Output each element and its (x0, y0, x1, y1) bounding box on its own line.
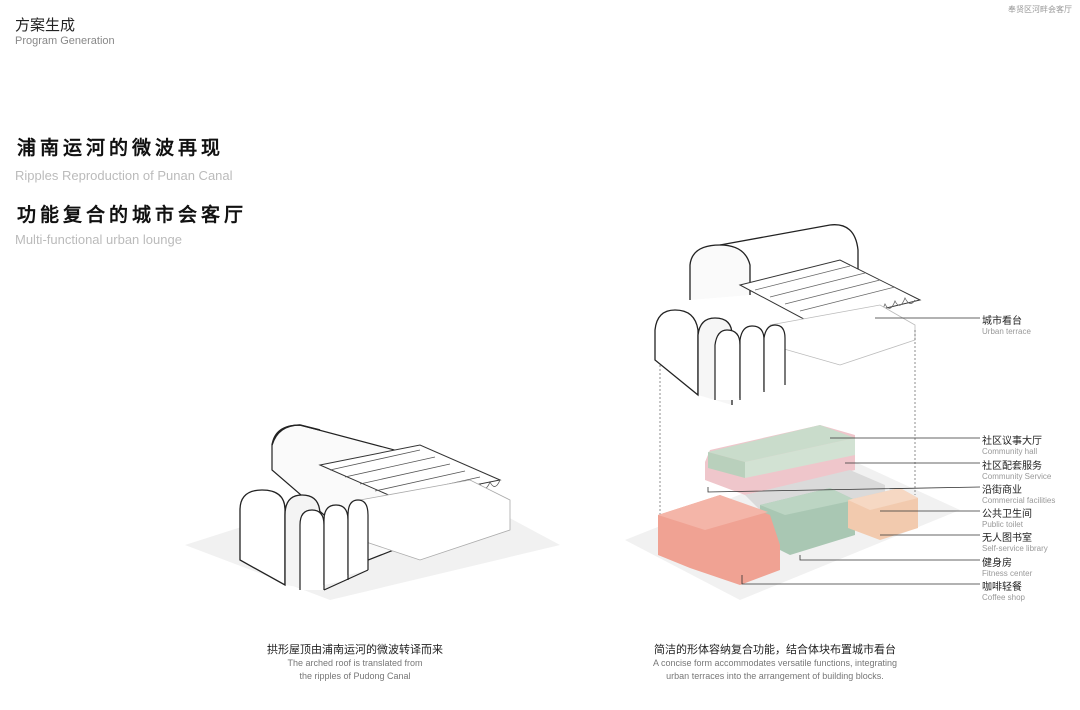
concept-2-title: 功能复合的城市会客厅 (17, 204, 248, 226)
label-en: Community Service (982, 472, 1052, 481)
label-en: Commercial facilities (982, 496, 1056, 505)
label-cn: 社区议事大厅 (982, 436, 1042, 447)
label-library: 无人图书室 Self-service library (982, 529, 1048, 553)
caption-left: 拱形屋顶由浦南运河的微波转译而来 The arched roof is tran… (230, 641, 480, 683)
label-urban-terrace: 城市看台 Urban terrace (982, 312, 1031, 336)
caption-right: 简洁的形体容纳复合功能，结合体块布置城市看台 A concise form ac… (610, 641, 940, 683)
caption-left-en1: The arched roof is translated from (287, 658, 423, 668)
page-subtitle: Program Generation (15, 35, 115, 47)
caption-left-cn: 拱形屋顶由浦南运河的微波转译而来 (267, 643, 443, 656)
label-cn: 公共卫生间 (982, 509, 1032, 520)
label-en: Self-service library (982, 544, 1048, 553)
label-cn: 咖啡轻餐 (982, 582, 1022, 593)
label-community-hall: 社区议事大厅 Community hall (982, 432, 1042, 456)
caption-right-en2: urban terraces into the arrangement of b… (666, 671, 884, 681)
caption-left-en2: the ripples of Pudong Canal (299, 671, 411, 681)
concept-2-subtitle: Multi-functional urban lounge (15, 232, 182, 247)
caption-right-en1: A concise form accommodates versatile fu… (652, 658, 898, 668)
project-name: 奉贤区河畔会客厅 (1008, 5, 1072, 14)
label-fitness: 健身房 Fitness center (982, 554, 1032, 578)
label-en: Public toilet (982, 520, 1023, 529)
label-cn: 沿街商业 (982, 485, 1022, 496)
label-commercial: 沿街商业 Commercial facilities (982, 481, 1055, 505)
label-cn: 社区配套服务 (982, 461, 1042, 472)
page-title: 方案生成 (15, 16, 76, 34)
label-en: Fitness center (982, 569, 1033, 578)
label-coffee: 咖啡轻餐 Coffee shop (982, 578, 1025, 602)
label-cn: 城市看台 (982, 316, 1022, 327)
concept-1-subtitle: Ripples Reproduction of Punan Canal (15, 168, 233, 183)
label-cn: 健身房 (982, 558, 1012, 569)
label-community-service: 社区配套服务 Community Service (982, 457, 1051, 481)
label-en: Community hall (982, 447, 1038, 456)
label-public-toilet: 公共卫生间 Public toilet (982, 505, 1032, 529)
label-en: Urban terrace (982, 327, 1031, 336)
concept-1-title: 浦南运河的微波再现 (17, 137, 225, 159)
caption-right-cn: 简洁的形体容纳复合功能，结合体块布置城市看台 (654, 643, 896, 656)
label-en: Coffee shop (982, 593, 1025, 602)
label-cn: 无人图书室 (982, 533, 1032, 544)
